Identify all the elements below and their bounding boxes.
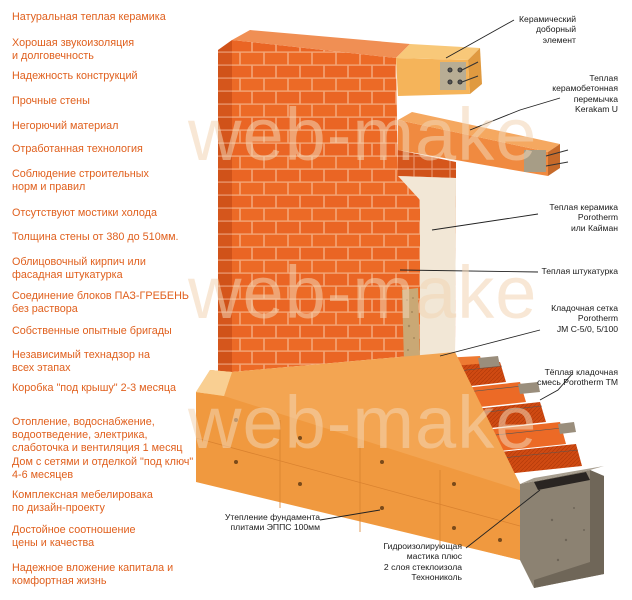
leader-ceramic-wall	[431, 213, 539, 231]
feature-item: Собственные опытные бригады	[12, 325, 172, 337]
feature-item: Негорючий материал	[12, 120, 119, 132]
leader-insulation	[319, 509, 381, 521]
feature-item: Отопление, водоснабжение,водоотведение, …	[12, 416, 183, 454]
lintel-u-front	[398, 120, 548, 176]
concrete-block	[520, 470, 604, 588]
wall-side	[218, 40, 232, 380]
leader-plaster	[399, 269, 539, 273]
window-reveal	[398, 176, 456, 356]
callout-plaster: Теплая штукатурка	[541, 266, 618, 276]
plaster-section	[402, 288, 420, 362]
leader-lines	[319, 19, 573, 549]
feature-item: Дом с сетями и отделкой "под ключ"4-6 ме…	[12, 456, 194, 481]
lintel-u-top	[398, 112, 560, 152]
lintel-top	[396, 44, 480, 60]
leader-ceramic	[445, 19, 515, 59]
brick-wall-face	[232, 40, 456, 372]
rebar-ends	[447, 61, 479, 85]
lintel-concrete-core	[440, 62, 466, 90]
lintel-u-core	[524, 150, 546, 172]
wall-front	[218, 30, 456, 380]
leader-mortar	[539, 373, 573, 401]
feature-item: Коробка "под крышу" 2-3 месяца	[12, 382, 177, 394]
fasteners	[234, 418, 502, 542]
leader-lintel	[469, 97, 561, 131]
feature-item: Толщина стены от 380 до 510мм.	[12, 231, 179, 243]
leader-waterproof	[465, 489, 541, 549]
lintel-end	[468, 48, 482, 94]
feature-item: Прочные стены	[12, 95, 90, 107]
mortar-strips	[478, 356, 576, 434]
feature-item: Натуральная теплая керамика	[12, 11, 166, 23]
feature-item: Отработанная технология	[12, 143, 143, 155]
upper-lintel	[396, 44, 482, 96]
waterproof-layer	[534, 472, 590, 490]
lintel-u-end	[548, 144, 560, 176]
plaster-layer	[402, 288, 420, 362]
eps-boards	[196, 392, 520, 560]
feature-item: Отсутствуют мостики холода	[12, 207, 157, 219]
feature-item: Надежность конструкций	[12, 70, 138, 82]
window-lintel	[398, 112, 569, 178]
wall-top	[232, 30, 410, 58]
leader-mesh	[439, 329, 541, 357]
foundation	[195, 352, 604, 588]
